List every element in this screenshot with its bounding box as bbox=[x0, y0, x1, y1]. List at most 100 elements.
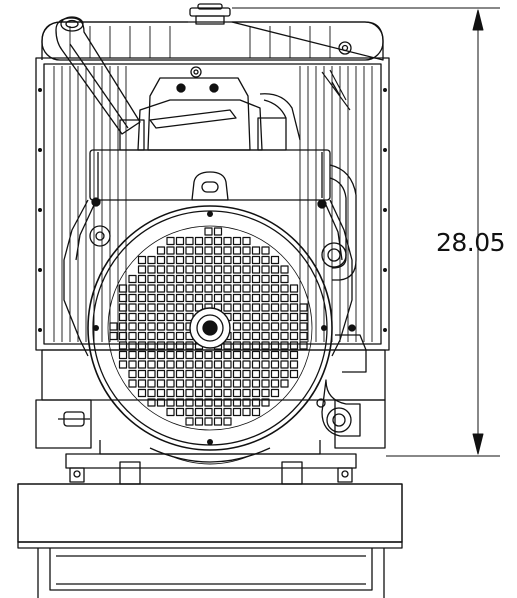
grille-cell bbox=[137, 284, 147, 293]
grille-cell bbox=[261, 322, 270, 331]
grille-cell bbox=[147, 284, 156, 293]
grille-cell bbox=[251, 407, 261, 417]
grille-cell bbox=[147, 265, 156, 274]
grille-cell bbox=[213, 284, 223, 293]
grille-cell bbox=[251, 284, 261, 293]
grille-cell bbox=[147, 274, 156, 284]
grille-cell bbox=[194, 255, 204, 265]
grille-cell bbox=[299, 303, 308, 312]
grille-cell bbox=[137, 322, 147, 331]
grille-cell bbox=[147, 388, 156, 398]
grille-cell bbox=[185, 398, 194, 407]
drain-plug bbox=[338, 41, 352, 55]
grille-cell bbox=[175, 312, 185, 322]
grille-cell bbox=[251, 303, 261, 312]
grille-cell bbox=[166, 303, 175, 312]
grille-cell bbox=[204, 293, 213, 303]
grille-cell bbox=[156, 303, 166, 312]
grille-cell bbox=[270, 341, 280, 350]
grille-cell bbox=[213, 274, 223, 284]
grille-cell bbox=[137, 379, 147, 388]
grille-cell bbox=[280, 322, 289, 331]
height-dimension bbox=[232, 7, 500, 457]
grille-cell bbox=[232, 236, 242, 246]
grille-cell bbox=[175, 369, 185, 379]
grille-cell bbox=[223, 388, 232, 398]
grille-cell bbox=[261, 274, 270, 284]
grille-cell bbox=[175, 293, 185, 303]
grille-cell bbox=[242, 303, 251, 312]
grille-cell bbox=[261, 369, 270, 379]
radiator bbox=[35, 21, 390, 351]
grille-cell bbox=[261, 246, 270, 255]
radiator-top-tank bbox=[41, 21, 384, 61]
grille-cell bbox=[261, 293, 270, 303]
grille-cell bbox=[166, 360, 175, 369]
grille-cell bbox=[137, 369, 147, 379]
grille-cell bbox=[213, 360, 223, 369]
grille-cell bbox=[175, 331, 185, 341]
grille-cell bbox=[166, 369, 175, 379]
grille-cell bbox=[194, 398, 204, 407]
fan-grille bbox=[109, 227, 308, 426]
grille-cell bbox=[118, 293, 128, 303]
grille-cell bbox=[242, 360, 251, 369]
grille-cell bbox=[289, 331, 299, 341]
grille-cell bbox=[166, 274, 175, 284]
grille-cell bbox=[223, 417, 232, 426]
grille-cell bbox=[270, 284, 280, 293]
grille-cell bbox=[175, 407, 185, 417]
grille-cell bbox=[251, 341, 261, 350]
grille-cell bbox=[175, 265, 185, 274]
grille-cell bbox=[242, 331, 251, 341]
grille-cell bbox=[232, 293, 242, 303]
grille-cell bbox=[137, 341, 147, 350]
grille-cell bbox=[232, 379, 242, 388]
grille-cell bbox=[194, 265, 204, 274]
grille-cell bbox=[232, 407, 242, 417]
grille-cell bbox=[223, 398, 232, 407]
grille-cell bbox=[242, 341, 251, 350]
grille-cell bbox=[280, 284, 289, 293]
grille-cell bbox=[166, 350, 175, 360]
grille-cell bbox=[185, 265, 194, 274]
grille-cell bbox=[242, 255, 251, 265]
grille-cell bbox=[261, 255, 270, 265]
grille-cell bbox=[289, 312, 299, 322]
grille-cell bbox=[213, 265, 223, 274]
grille-cell bbox=[232, 360, 242, 369]
grille-cell bbox=[242, 312, 251, 322]
grille-cell bbox=[166, 341, 175, 350]
grille-cell bbox=[185, 303, 194, 312]
grille-cell bbox=[156, 350, 166, 360]
grille-cell bbox=[251, 331, 261, 341]
grille-cell bbox=[166, 407, 175, 417]
grille-cell bbox=[232, 388, 242, 398]
grille-cell bbox=[223, 255, 232, 265]
grille-cell bbox=[194, 236, 204, 246]
air-intake-housing bbox=[89, 149, 331, 201]
grille-cell bbox=[128, 303, 137, 312]
grille-cell bbox=[251, 246, 261, 255]
grille-cell bbox=[232, 265, 242, 274]
grille-cell bbox=[204, 350, 213, 360]
grille-cell bbox=[194, 274, 204, 284]
grille-cell bbox=[213, 398, 223, 407]
grille-cell bbox=[156, 369, 166, 379]
grille-cell bbox=[156, 293, 166, 303]
grille-cell bbox=[261, 265, 270, 274]
grille-cell bbox=[156, 246, 166, 255]
grille-cell bbox=[232, 331, 242, 341]
grille-cell bbox=[137, 331, 147, 341]
grille-cell bbox=[109, 322, 118, 331]
grille-cell bbox=[213, 236, 223, 246]
grille-cell bbox=[261, 388, 270, 398]
grille-cell bbox=[213, 407, 223, 417]
grille-cell bbox=[128, 322, 137, 331]
grille-cell bbox=[204, 227, 213, 236]
grille-cell bbox=[251, 379, 261, 388]
grille-cell bbox=[270, 303, 280, 312]
grille-cell bbox=[194, 293, 204, 303]
grille-cell bbox=[185, 284, 194, 293]
